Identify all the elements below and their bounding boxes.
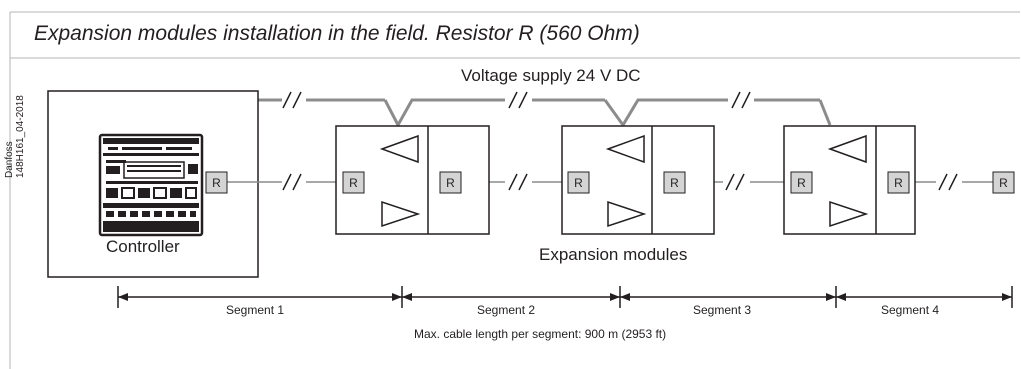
svg-text:R: R bbox=[999, 176, 1008, 190]
arrow-icon bbox=[392, 293, 402, 301]
arrow-icon bbox=[1002, 293, 1012, 301]
module-1-left-triangle-icon bbox=[379, 134, 419, 164]
svg-text:R: R bbox=[894, 176, 903, 190]
side-code-line-2: 148H161_04-2018 bbox=[15, 95, 26, 178]
arrow-icon bbox=[836, 293, 846, 301]
arrow-icon bbox=[620, 293, 630, 301]
arrow-icon bbox=[826, 293, 836, 301]
module-2-right-triangle-icon bbox=[607, 200, 647, 228]
cable-length-note: Max. cable length per segment: 900 m (29… bbox=[414, 327, 667, 341]
segment-dimension-line bbox=[117, 286, 1013, 308]
svg-text:R: R bbox=[797, 176, 806, 190]
module-2-left-triangle-icon bbox=[605, 134, 645, 164]
svg-text:R: R bbox=[574, 176, 583, 190]
expansion-modules-label: Expansion modules bbox=[539, 245, 688, 264]
resistor-module-1-in: R bbox=[342, 171, 365, 194]
arrow-icon bbox=[118, 293, 128, 301]
resistor-controller: R bbox=[205, 171, 228, 194]
expansion-module-2 bbox=[561, 125, 715, 235]
controller-label: Controller bbox=[106, 237, 180, 256]
module-3-right-triangle-icon bbox=[829, 200, 869, 228]
side-code-line-1: Danfoss bbox=[4, 141, 15, 178]
module-3-left-triangle-icon bbox=[827, 134, 867, 164]
voltage-wire-breaks bbox=[282, 91, 751, 109]
resistor-module-2-out: R bbox=[663, 171, 686, 194]
figure-title: Expansion modules installation in the fi… bbox=[34, 22, 640, 45]
resistor-end: R bbox=[992, 171, 1015, 194]
bus-wire-breaks bbox=[282, 173, 958, 191]
svg-text:R: R bbox=[212, 176, 221, 190]
segment-3-label: Segment 3 bbox=[693, 303, 752, 317]
arrow-icon bbox=[610, 293, 620, 301]
side-code: Danfoss 148H161_04-2018 bbox=[4, 95, 26, 178]
resistor-module-2-in: R bbox=[567, 171, 590, 194]
resistor-module-3-out: R bbox=[887, 171, 910, 194]
resistor-module-1-out: R bbox=[439, 171, 462, 194]
figure-frame bbox=[9, 11, 1020, 369]
segment-2-label: Segment 2 bbox=[477, 303, 536, 317]
voltage-supply-label: Voltage supply 24 V DC bbox=[461, 66, 641, 85]
svg-text:R: R bbox=[446, 176, 455, 190]
svg-text:R: R bbox=[670, 176, 679, 190]
segment-4-label: Segment 4 bbox=[881, 303, 940, 317]
module-1-right-triangle-icon bbox=[381, 200, 421, 228]
controller-device-icon bbox=[98, 133, 204, 237]
svg-text:R: R bbox=[349, 176, 358, 190]
segment-1-label: Segment 1 bbox=[226, 303, 285, 317]
arrow-icon bbox=[402, 293, 412, 301]
resistor-module-3-in: R bbox=[790, 171, 813, 194]
voltage-supply-wire bbox=[258, 98, 832, 129]
